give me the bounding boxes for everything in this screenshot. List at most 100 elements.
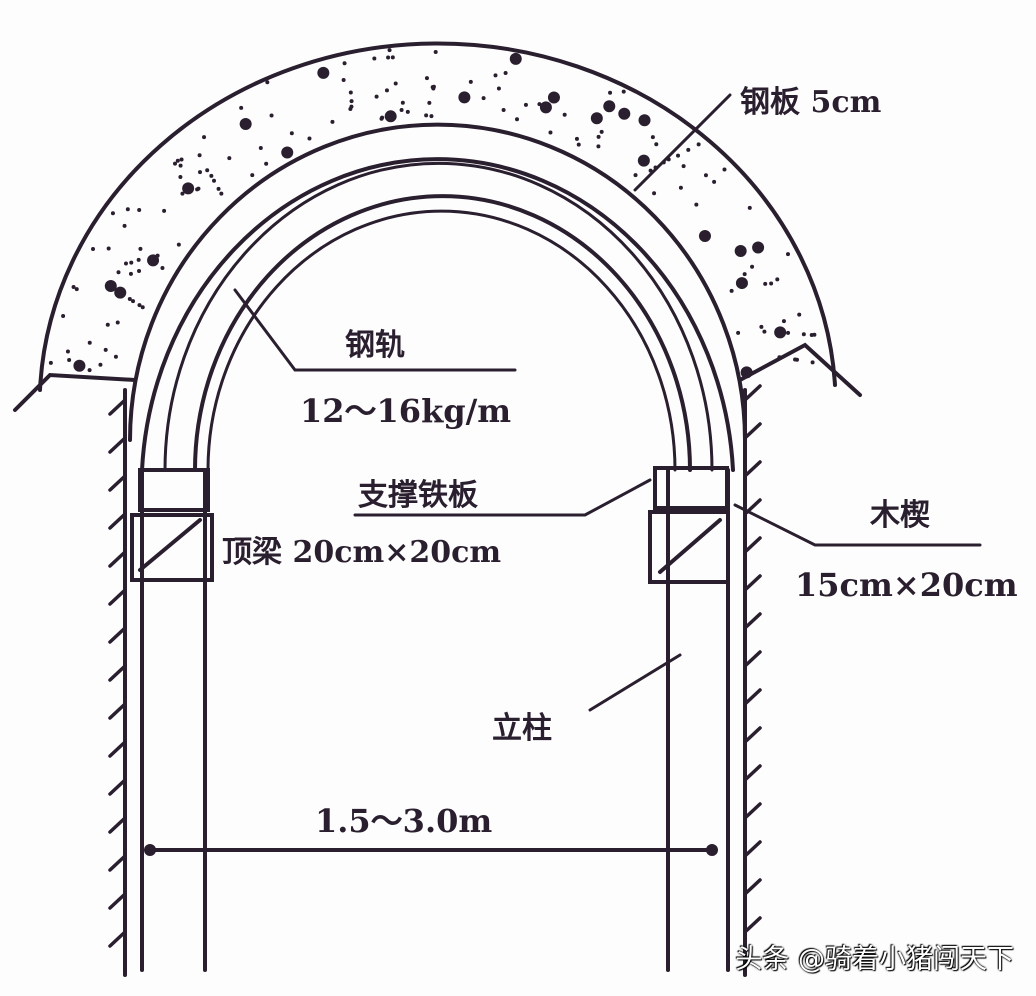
aggregate-dot <box>514 117 519 122</box>
rock-hatch <box>743 536 762 554</box>
aggregate-dot <box>61 313 66 318</box>
aggregate-dot <box>105 322 110 327</box>
aggregate-dot <box>650 135 655 140</box>
aggregate-dot <box>98 362 103 367</box>
inner-lining-edge <box>128 122 747 442</box>
aggregate-dot <box>399 108 404 113</box>
aggregate-dot <box>703 173 708 178</box>
aggregate-dot <box>797 312 802 317</box>
leader-rail <box>233 288 517 372</box>
aggregate-dot <box>742 272 747 277</box>
aggregate-dot <box>762 329 767 334</box>
leader-steel-plate <box>633 93 732 192</box>
aggregate-dot <box>307 136 312 141</box>
watermark: 头条 @骑着小猪闯天下 <box>735 944 1014 975</box>
aggregate-dot <box>341 77 346 82</box>
aggregate-dot <box>427 100 432 105</box>
aggregate-dot <box>265 80 270 85</box>
aggregate-dot <box>65 349 70 354</box>
aggregate-dot <box>608 90 613 95</box>
aggregate-dot <box>289 131 294 136</box>
rail-label: 钢轨 <box>345 328 405 363</box>
lining-right-base <box>738 342 862 397</box>
rock-hatch <box>108 398 127 416</box>
aggregate-dot <box>48 360 53 365</box>
rock-hatch <box>743 688 762 706</box>
aggregate-dot <box>666 157 671 162</box>
aggregate-dot <box>696 142 701 147</box>
aggregate-dot <box>269 113 274 118</box>
aggregate-dot <box>468 79 473 84</box>
aggregate-dot <box>785 252 790 257</box>
aggregate-dot <box>250 173 255 178</box>
aggregate-dot <box>179 157 184 162</box>
aggregate-dot <box>548 130 553 135</box>
aggregate-dot <box>176 242 181 247</box>
aggregate-dot <box>106 246 111 251</box>
aggregate-dot <box>576 142 581 147</box>
rock-hatch <box>743 802 762 820</box>
rock-hatch <box>743 422 762 440</box>
aggregate-dot <box>750 264 755 269</box>
aggregate-dot <box>653 165 658 170</box>
post-label: 立柱 <box>492 711 552 746</box>
aggregate-dot <box>205 168 210 173</box>
aggregate-dot <box>481 96 486 101</box>
aggregate-dot <box>678 185 683 190</box>
aggregate-dot <box>114 286 127 299</box>
aggregate-dot <box>219 191 224 196</box>
aggregate-dot <box>123 261 128 266</box>
rock-hatch <box>108 930 127 948</box>
rock-hatch <box>108 854 127 872</box>
rock-hatch <box>108 550 127 568</box>
aggregate-dot <box>110 211 115 216</box>
aggregate-dot <box>180 191 185 196</box>
rock-hatch <box>108 892 127 910</box>
aggregate-dot <box>694 202 699 207</box>
aggregate-dot <box>686 147 691 152</box>
aggregate-dot <box>348 90 353 95</box>
aggregate-dot <box>104 280 117 293</box>
aggregate-dot <box>87 340 92 345</box>
aggregate-dot <box>116 270 121 275</box>
aggregate-dot <box>175 158 180 163</box>
aggregate-dot <box>349 99 354 104</box>
aggregate-dot <box>703 233 708 238</box>
aggregate-dot <box>781 319 786 324</box>
aggregate-dot <box>128 271 133 276</box>
aggregate-dot <box>722 167 727 172</box>
leader-post <box>588 653 682 712</box>
aggregate-dot <box>759 324 764 329</box>
aggregate-dot <box>212 178 217 183</box>
aggregate-dot <box>638 114 651 127</box>
aggregate-dot <box>618 107 631 120</box>
rock-hatch <box>108 816 127 834</box>
rock-hatch <box>108 474 127 492</box>
aggregate-dot <box>431 84 436 89</box>
aggregate-dot <box>654 142 659 147</box>
rock-hatch <box>108 436 127 454</box>
rock-hatch <box>743 384 762 402</box>
rock-hatch <box>743 650 762 668</box>
aggregate-dot <box>596 144 601 149</box>
rail-arch-mid <box>163 161 714 472</box>
aggregate-dot <box>137 303 142 308</box>
aggregate-dot <box>113 354 118 359</box>
aggregate-dot <box>509 52 522 65</box>
rock-hatch <box>108 512 127 530</box>
aggregate-dot <box>137 208 142 213</box>
aggregate-dot <box>216 186 221 191</box>
aggregate-dot <box>281 146 294 159</box>
aggregate-dot <box>317 66 330 79</box>
aggregate-dot <box>264 161 269 166</box>
aggregate-dot <box>496 86 501 91</box>
aggregate-dot <box>774 326 787 339</box>
aggregate-dot <box>501 108 506 113</box>
aggregate-dot <box>103 347 108 352</box>
aggregate-dot <box>155 253 160 258</box>
aggregate-dot <box>523 102 528 107</box>
aggregate-dot <box>162 208 167 213</box>
aggregate-dot <box>73 359 86 372</box>
aggregate-dot <box>574 136 579 141</box>
aggregate-dot <box>712 179 717 184</box>
